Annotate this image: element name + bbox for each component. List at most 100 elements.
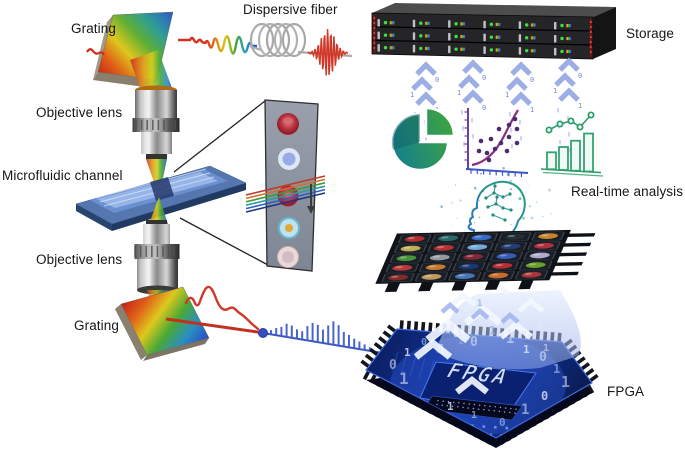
drive-handle [483, 46, 486, 54]
binary-digit: 0 [435, 76, 439, 84]
drive-led [560, 23, 564, 28]
digital-spike-train [258, 321, 384, 355]
binary-digit: 1 [543, 343, 549, 354]
bar-chart-icon [540, 111, 604, 177]
drive-sticker [460, 22, 466, 26]
binary-digit: 1 [505, 91, 509, 99]
drive-sticker [389, 21, 395, 25]
binary-digit: 0 [521, 293, 526, 303]
storage-server [371, 3, 616, 60]
binary-digit: 1 [489, 324, 496, 337]
microfluidic-chip [75, 165, 247, 231]
binary-digit: 1 [578, 102, 582, 110]
drive-sticker [460, 47, 466, 51]
drive-sticker [389, 33, 395, 37]
pie-chart-icon [390, 106, 456, 172]
binary-digit: 1 [553, 362, 560, 376]
drive-sticker [530, 49, 536, 53]
drive-led [454, 47, 458, 51]
drive-sticker [424, 21, 430, 25]
drive-led [383, 20, 388, 25]
drive-sticker [566, 49, 571, 54]
objective-lens-bottom-body [134, 220, 180, 295]
cell-image-grid [375, 229, 596, 292]
binary-digit: 0 [530, 76, 534, 84]
chirped-pulse [203, 35, 257, 55]
objective-lens-top-body [132, 85, 180, 159]
callout-lines [173, 100, 269, 266]
binary-digit: 1 [521, 402, 529, 418]
label-grating-top: Grating [71, 21, 116, 36]
binary-digit: 0 [421, 337, 427, 348]
label-objective-lens-bottom: Objective lens [36, 252, 123, 267]
drive-led [525, 23, 529, 27]
binary-digit: 1 [523, 343, 530, 356]
binary-digit: 1 [399, 369, 409, 388]
drive-handle [377, 44, 380, 52]
inset-cell-panel [245, 99, 326, 272]
binary-digit: 1 [410, 91, 414, 99]
drive-led [525, 36, 529, 40]
diverging-cone [149, 197, 168, 224]
drive-led [454, 22, 458, 26]
drive-sticker [566, 36, 571, 41]
binary-digit: 0 [537, 322, 543, 333]
drive-handle [377, 31, 380, 40]
dispersed-light-fan [130, 50, 172, 88]
drive-handle [518, 47, 522, 55]
label-grating-bottom: Grating [74, 318, 119, 333]
label-fpga: FPGA [607, 384, 645, 399]
binary-digit: 0 [470, 335, 478, 350]
label-microfluidic-channel: Microfluidic channel [2, 168, 123, 183]
binary-digit: 0 [456, 311, 462, 322]
binary-digit: 0 [541, 389, 548, 403]
drive-handle [448, 45, 451, 54]
label-storage: Storage [626, 26, 674, 41]
drive-handle [412, 19, 416, 28]
drive-sticker [424, 46, 430, 51]
binary-digit: 0 [499, 416, 506, 429]
grid-upload-chevrons [440, 302, 520, 324]
binary-digit: 1 [506, 331, 514, 347]
drive-handle [518, 21, 522, 29]
drive-sticker [566, 24, 571, 28]
binary-digit: 0 [482, 74, 486, 82]
red-beam [178, 36, 206, 45]
stretched-pulse-burst [307, 29, 349, 76]
binary-digit: 1 [561, 373, 570, 391]
label-dispersive-fiber: Dispersive fiber [243, 2, 338, 17]
focusing-cone [146, 159, 167, 197]
drive-led [454, 34, 458, 39]
label-realtime-analysis: Real-time analysis [571, 184, 684, 199]
drive-led [383, 33, 388, 37]
drive-handle [448, 20, 451, 28]
label-objective-lens-top: Objective lens [36, 105, 123, 120]
drive-handle [412, 44, 416, 53]
binary-digit: 1 [553, 87, 557, 95]
drive-sticker [389, 46, 395, 50]
binary-digit: 0 [389, 358, 397, 373]
binary-digit: 0 [482, 104, 486, 112]
binary-digit: 1 [503, 303, 510, 316]
drive-handle [483, 20, 486, 29]
drive-led [489, 35, 494, 39]
drive-handle [377, 19, 380, 27]
scatter-plot-icon [464, 108, 529, 177]
drive-led [419, 34, 423, 38]
drive-led [489, 48, 494, 52]
drive-handle [483, 33, 486, 42]
drive-led [489, 22, 494, 27]
lens-knurls [134, 120, 176, 257]
drive-led [560, 36, 564, 41]
sampling-dot [258, 328, 268, 338]
drive-led [383, 45, 388, 50]
drive-handle [518, 34, 522, 42]
drive-sticker [530, 23, 536, 27]
binary-digit: 0 [578, 72, 582, 80]
binary-digit: 1 [530, 106, 534, 114]
binary-digit: 0 [539, 350, 547, 365]
drive-led [560, 49, 564, 54]
drive-sticker [495, 48, 501, 52]
